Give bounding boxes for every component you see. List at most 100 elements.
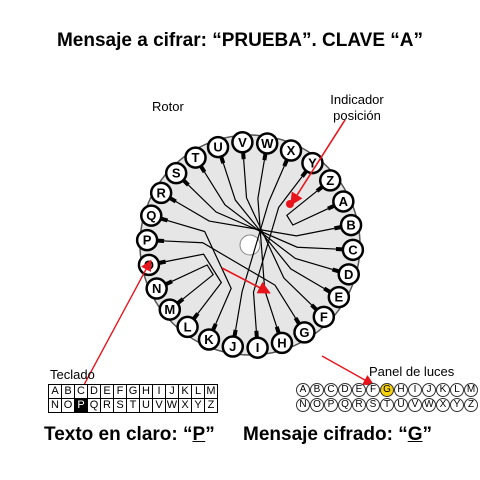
lamp-i: I [408, 383, 422, 397]
key-u[interactable]: U [139, 398, 153, 413]
lamp-q: Q [338, 398, 352, 412]
rotor-letter-circle-m [158, 298, 182, 321]
rotor-label: Rotor [152, 99, 184, 114]
rotor-letter-circle-i [246, 336, 269, 359]
key-w[interactable]: W [165, 398, 179, 413]
wire-x-j [235, 165, 285, 330]
rotor-letter-circle-d [337, 263, 360, 286]
key-h[interactable]: H [139, 384, 153, 399]
lamp-d: D [338, 383, 352, 397]
key-j[interactable]: J [165, 384, 179, 399]
rotor-letter-circle-c [341, 238, 365, 262]
key-i[interactable]: I [152, 384, 166, 399]
lamp-t: T [380, 398, 394, 412]
lamp-x: X [436, 398, 450, 412]
rotor-letter-x: X [287, 143, 296, 158]
lamp-b: B [310, 383, 324, 397]
rotor-wiring [164, 159, 336, 331]
rotor-hub [239, 234, 261, 256]
lamp-e: E [352, 383, 366, 397]
lamp-c: C [324, 383, 338, 397]
rotor-letter-circle-n [145, 277, 168, 300]
rotor-letter-circle-s [164, 161, 188, 185]
key-g[interactable]: G [126, 384, 140, 399]
key-c[interactable]: C [74, 384, 88, 399]
lamp-a: A [296, 383, 310, 397]
lamp-z: Z [464, 398, 478, 412]
rotor-to-lamp-arrow [321, 355, 375, 386]
rotor-letter-a: A [339, 194, 349, 209]
rotor-letter-circle-q [140, 204, 163, 227]
cipher-letter: G [407, 424, 423, 445]
rotor-letter-i: I [256, 340, 260, 355]
rotor-letter-r: R [156, 185, 166, 200]
key-p[interactable]: P [74, 398, 88, 413]
key-y[interactable]: Y [191, 398, 205, 413]
lamp-w: W [422, 398, 436, 412]
key-d[interactable]: D [87, 384, 101, 399]
rotor-letter-circle-b [339, 213, 363, 237]
rotor-letter-g: G [299, 325, 309, 340]
rotor-letter-h: H [277, 335, 286, 350]
key-n[interactable]: N [48, 398, 62, 413]
lamp-s: S [366, 398, 380, 412]
key-a[interactable]: A [48, 384, 62, 399]
rotor-letter-j: J [229, 339, 236, 354]
rotor-letter-circle-a [332, 190, 355, 213]
lamp-k: K [436, 383, 450, 397]
key-l[interactable]: L [191, 384, 205, 399]
rotor-letter-c: C [348, 242, 358, 257]
indicator-label: Indicador posición [322, 92, 392, 124]
rotor-letter-w: W [261, 136, 274, 151]
key-s[interactable]: S [113, 398, 127, 413]
rotor-letter-n: N [152, 281, 161, 296]
lamp-h: H [394, 383, 408, 397]
key-m[interactable]: M [204, 384, 218, 399]
rotor-letter-z: Z [326, 173, 334, 188]
cipher-suffix: ” [422, 424, 433, 445]
key-b[interactable]: B [61, 384, 75, 399]
wire-n-m [171, 264, 214, 300]
lamp-g: G [380, 383, 394, 397]
lamp-m: M [464, 383, 478, 397]
lamp-j: J [422, 383, 436, 397]
lamp-l: L [450, 383, 464, 397]
rotor-letter-circle-j [221, 335, 245, 358]
key-r[interactable]: R [100, 398, 114, 413]
key-q[interactable]: Q [87, 398, 101, 413]
rotor-letter-circle-z [318, 169, 342, 192]
rotor-letter-l: L [184, 319, 192, 334]
key-z[interactable]: Z [204, 398, 218, 413]
key-v[interactable]: V [152, 398, 166, 413]
key-x[interactable]: X [178, 398, 192, 413]
plain-suffix: ” [205, 424, 215, 445]
rotor-letter-circle-h [270, 331, 294, 355]
cipher-text-caption: Mensaje cifrado: “G” [243, 424, 432, 446]
lamp-v: V [408, 398, 422, 412]
rotor-letter-y: Y [308, 156, 317, 171]
key-e[interactable]: E [100, 384, 114, 399]
plain-prefix: Texto en claro: “ [44, 424, 193, 445]
rotor-letter-circle-x [279, 139, 303, 162]
lamp-r: R [352, 398, 366, 412]
key-o[interactable]: O [61, 398, 75, 413]
key-k[interactable]: K [178, 384, 192, 399]
keyboard-label: Teclado [50, 367, 95, 382]
rotor-letter-s: S [172, 166, 181, 181]
wire-q-k [167, 219, 232, 325]
rotor-letter-circle-g [293, 321, 316, 344]
diagram-title: Mensaje a cifrar: “PRUEBA”. CLAVE “A” [56, 30, 423, 51]
wire-p-g [164, 240, 296, 319]
rotor-letter-b: B [346, 218, 355, 233]
rotor-letter-q: Q [146, 208, 156, 223]
key-t[interactable]: T [126, 398, 140, 413]
key-f[interactable]: F [113, 384, 127, 399]
indicator-label-line1: Indicador [330, 92, 384, 107]
